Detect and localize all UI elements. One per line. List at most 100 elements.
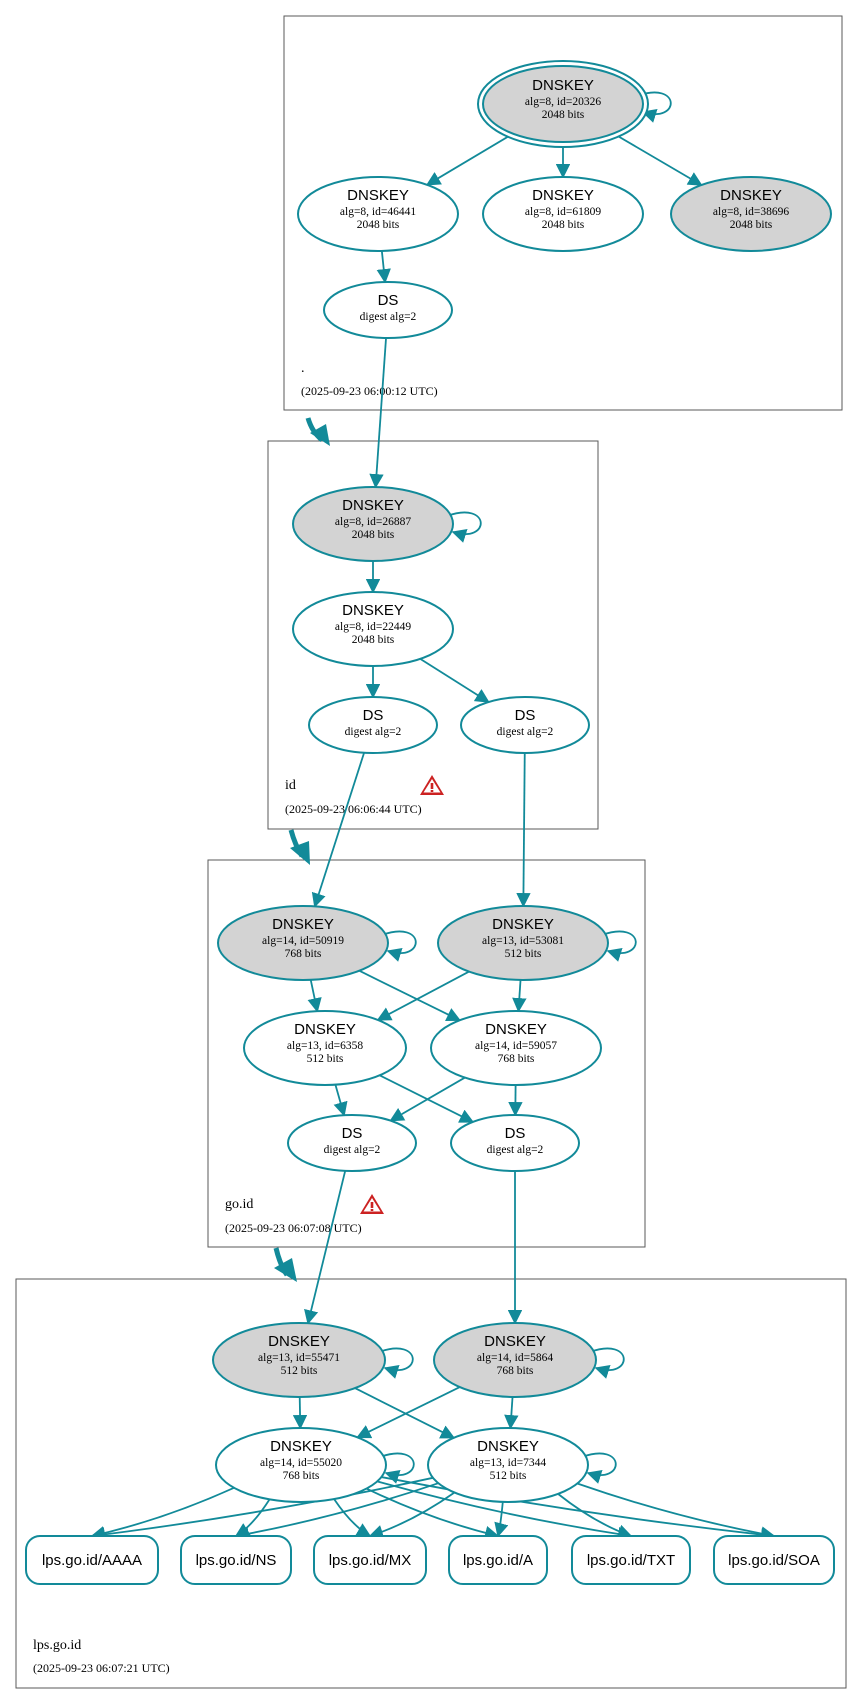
- node-ellipse: [427, 1427, 589, 1503]
- signature-edge: [389, 1076, 466, 1122]
- rrset-signature-edge: [368, 1491, 456, 1539]
- zone-box: [15, 1278, 847, 1689]
- signature-edge: [612, 132, 703, 186]
- node-ellipse: [215, 1427, 387, 1503]
- rrset-signature-edge: [494, 1501, 509, 1538]
- node-detail: 512 bits: [281, 1365, 318, 1377]
- zone-timestamp: (2025-09-23 06:00:12 UTC): [301, 384, 438, 398]
- rrset-node: lps.go.id/SOA: [713, 1535, 835, 1585]
- node-detail: alg=8, id=38696: [713, 206, 789, 218]
- rrset-layer: lps.go.id/AAAA lps.go.id/NS lps.go.id/MX lp…: [25, 1535, 835, 1585]
- node-detail: 2048 bits: [352, 529, 395, 541]
- node-ellipse: [308, 696, 438, 754]
- node-detail: 768 bits: [497, 1365, 534, 1377]
- node-ellipse: [287, 1114, 417, 1172]
- node-detail: digest alg=2: [497, 726, 554, 738]
- rrset-label: lps.go.id/SOA: [728, 1552, 820, 1569]
- zone-timestamp: (2025-09-23 06:07:08 UTC): [225, 1221, 362, 1235]
- rrset-label: lps.go.id/MX: [329, 1552, 412, 1569]
- rrset-label: lps.go.id/TXT: [587, 1552, 675, 1569]
- warning-icon: [420, 775, 444, 795]
- rrset-signature-edge: [366, 1487, 500, 1540]
- node-detail: 512 bits: [505, 948, 542, 960]
- node-detail: alg=14, id=50919: [262, 935, 344, 947]
- node-detail: alg=8, id=46441: [340, 206, 416, 218]
- rrset-box: [313, 1535, 427, 1585]
- node-ellipse: [450, 1114, 580, 1172]
- self-signature-loop: [601, 930, 637, 962]
- node-ellipse: [212, 1322, 386, 1398]
- signature-edge: [307, 979, 322, 1013]
- rrset-box: [571, 1535, 691, 1585]
- node-type: DS: [378, 292, 399, 309]
- node-ellipse: [437, 905, 609, 981]
- node-detail: alg=8, id=26887: [335, 516, 411, 528]
- signature-edge: [358, 969, 462, 1022]
- self-signature-loop: [446, 511, 482, 543]
- node-ellipse: [670, 176, 832, 252]
- delegation-arrows: [273, 417, 330, 1282]
- node-type: DNSKEY: [270, 1438, 332, 1455]
- rrset-signature-edge: [557, 1493, 633, 1539]
- node-detail: 768 bits: [285, 948, 322, 960]
- node-detail: alg=8, id=61809: [525, 206, 601, 218]
- node-type: DNSKEY: [272, 916, 334, 933]
- signature-edge: [376, 250, 391, 284]
- node-type: DNSKEY: [484, 1333, 546, 1350]
- signature-edge: [356, 1386, 461, 1439]
- node-detail: alg=13, id=6358: [287, 1040, 363, 1052]
- node-detail: digest alg=2: [345, 726, 402, 738]
- node-type: DS: [505, 1125, 526, 1142]
- signature-edge: [354, 1387, 456, 1439]
- signature-edge: [425, 132, 514, 186]
- node-type: DNSKEY: [532, 187, 594, 204]
- signature-edge: [512, 979, 527, 1013]
- node-type: DNSKEY: [720, 187, 782, 204]
- signature-edge: [333, 1084, 348, 1117]
- rrset-node: lps.go.id/NS: [180, 1535, 292, 1585]
- node-type: DNSKEY: [342, 497, 404, 514]
- node-detail: 2048 bits: [730, 219, 773, 231]
- warning-icon: [360, 1194, 384, 1214]
- node-detail: 2048 bits: [357, 219, 400, 231]
- signature-edge: [419, 658, 490, 703]
- node-detail: alg=13, id=53081: [482, 935, 564, 947]
- rrset-box: [448, 1535, 548, 1585]
- node-detail: alg=14, id=59057: [475, 1040, 557, 1052]
- node-ellipse: [323, 281, 453, 339]
- node-detail: 2048 bits: [352, 634, 395, 646]
- signature-edge: [379, 1074, 475, 1123]
- zone-name: go.id: [225, 1197, 253, 1212]
- node-ellipse: [217, 905, 389, 981]
- node-ellipse: [292, 486, 454, 562]
- rrset-label: lps.go.id/NS: [196, 1552, 277, 1569]
- rrset-box: [180, 1535, 292, 1585]
- rrset-signature-edge: [381, 1476, 776, 1542]
- rrset-node: lps.go.id/TXT: [571, 1535, 691, 1585]
- node-ellipse: [433, 1322, 597, 1398]
- node-detail: 2048 bits: [542, 219, 585, 231]
- self-signature-loop: [636, 91, 672, 123]
- zone-name: lps.go.id: [33, 1638, 81, 1653]
- node-detail: 512 bits: [307, 1053, 344, 1065]
- zone-name: .: [301, 361, 305, 376]
- node-detail: 512 bits: [490, 1470, 527, 1482]
- signature-edge: [376, 970, 470, 1021]
- rrset-signature-edge: [90, 1486, 235, 1541]
- node-ellipse: [460, 696, 590, 754]
- node-type: DS: [515, 707, 536, 724]
- rrset-node: lps.go.id/AAAA: [25, 1535, 159, 1585]
- rrset-signature-edge: [376, 1480, 633, 1542]
- zone-timestamp: (2025-09-23 06:07:21 UTC): [33, 1661, 170, 1675]
- node-type: DNSKEY: [485, 1021, 547, 1038]
- signature-edge: [292, 1396, 308, 1430]
